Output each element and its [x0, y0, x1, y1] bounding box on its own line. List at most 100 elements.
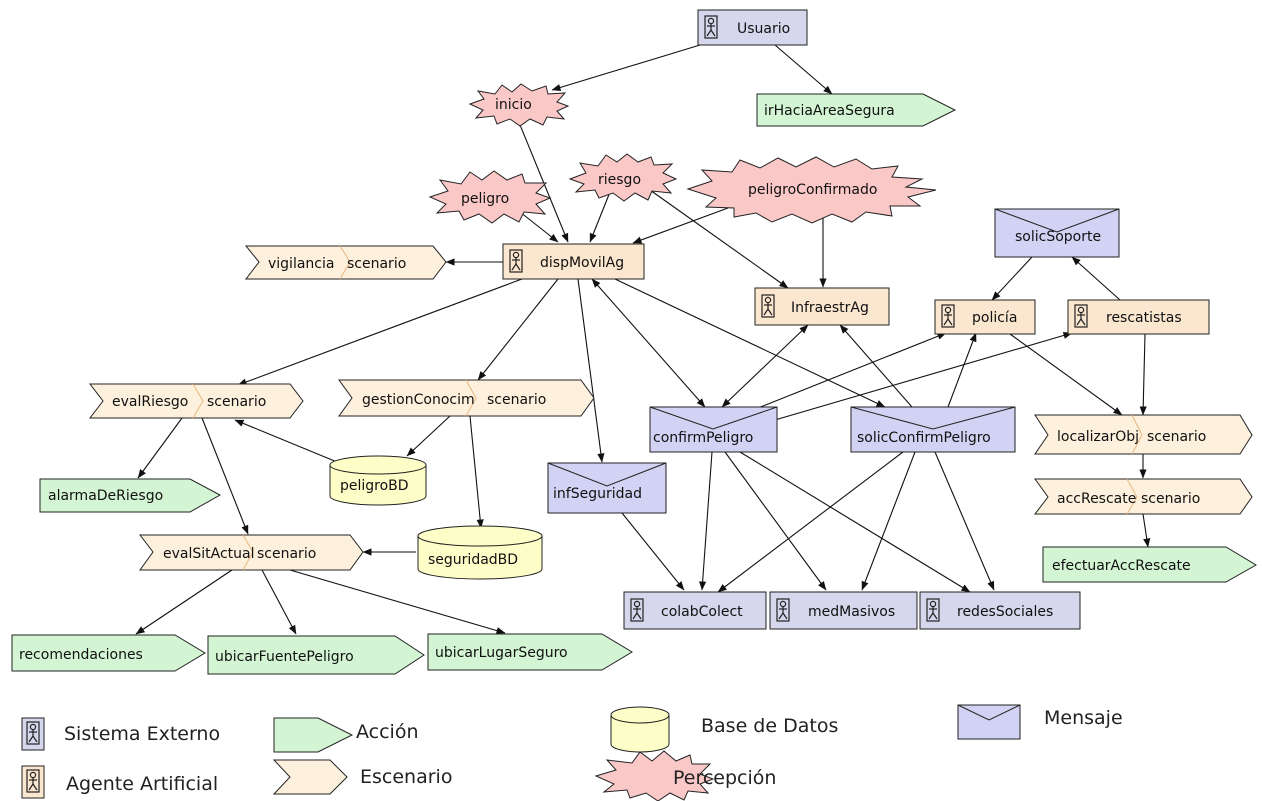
edge-peligro-dispMovilAg	[519, 211, 559, 243]
edge-peligroConfirmado-dispMovilAg	[632, 207, 729, 244]
node-label: peligro	[461, 191, 509, 207]
legend-action: Acción	[273, 717, 419, 753]
node-solicSoporte: solicSoporte	[994, 208, 1120, 258]
node-label: InfraestrAg	[791, 300, 869, 316]
legend-label: Sistema Externo	[64, 723, 220, 745]
legend-external: Sistema Externo	[21, 717, 220, 751]
node-policia: policía	[934, 299, 1036, 335]
edge-inicio-dispMovilAg	[517, 119, 569, 243]
node-riesgo: riesgo	[568, 153, 678, 202]
node-recomendaciones: recomendaciones	[11, 634, 206, 672]
edge-infSeguridad-colabColect	[621, 512, 685, 591]
edge-confirmPeligro-medMasivos	[724, 451, 827, 591]
node-gestionConocim-scenario: gestionConocim scenario	[338, 379, 595, 417]
legend-perception: Percepción	[594, 750, 776, 801]
node-label: seguridadBD	[428, 552, 518, 568]
edge-dispMovilAg-gestionConocim	[477, 278, 559, 381]
node-label: rescatistas	[1106, 310, 1182, 326]
node-medMasivos: medMasivos	[769, 591, 918, 630]
edge-rescatistas-solicSoporte	[1071, 256, 1121, 301]
node-label: inicio	[495, 97, 532, 113]
legend-label: Agente Artificial	[66, 773, 218, 795]
node-ubicarLugarSeguro: ubicarLugarSeguro	[427, 633, 633, 671]
node-label: medMasivos	[808, 604, 895, 620]
edge-usuario-inicio	[551, 44, 701, 91]
edge-solicSoporte-policia	[991, 256, 1033, 301]
legend-agent: Agente Artificial	[21, 765, 218, 799]
edge-solicConfirmPeligro-colabColect	[717, 451, 904, 593]
node-seguridadBD: seguridadBD	[417, 525, 543, 580]
node-label: solicConfirmPeligro	[857, 430, 991, 446]
node-irHaciaAreaSegura: irHaciaAreaSegura	[756, 93, 957, 127]
node-colabColect: colabColect	[623, 591, 767, 630]
edge-evalSitActual-recomendaciones	[135, 569, 233, 635]
node-alarmaDeRiesgo: alarmaDeRiesgo	[39, 478, 222, 513]
node-label: peligroBD	[340, 478, 409, 494]
node-label: peligroConfirmado	[748, 182, 877, 198]
edge-evalSitActual-ubicarFuentePeligro	[261, 569, 297, 635]
edge-confirmPeligro-redesSociales	[739, 451, 971, 593]
edge-dispMovilAg-infSeguridad	[577, 278, 605, 463]
node-label: evalRiesgo	[112, 394, 188, 410]
node-label: riesgo	[598, 172, 641, 188]
node-label-suffix: scenario	[207, 394, 266, 410]
node-vigilancia-scenario: vigilancia scenario	[244, 245, 447, 280]
node-label: confirmPeligro	[653, 430, 753, 446]
node-usuario: Usuario	[697, 9, 808, 46]
edge-solicConfirmPeligro-redesSociales	[934, 451, 995, 591]
node-ubicarFuentePeligro: ubicarFuentePeligro	[207, 635, 425, 675]
node-label: ubicarFuentePeligro	[215, 649, 354, 665]
edge-gestionConocim-peligroBD	[406, 415, 451, 457]
node-localizarObj-scenario: localizarObj scenario	[1034, 414, 1253, 455]
edge-confirmPeligro-policia	[747, 332, 947, 413]
edge-evalRiesgo-evalSitActual	[201, 417, 249, 535]
legend-label: Escenario	[360, 766, 452, 788]
legend: Sistema Externo Agente Artificial Acción…	[21, 704, 1123, 801]
legend-label: Mensaje	[1044, 707, 1123, 729]
node-label-suffix: scenario	[1141, 491, 1200, 507]
edge-gestionConocim-seguridadBD	[469, 415, 484, 529]
node-label: solicSoporte	[1015, 229, 1101, 245]
edge-solicConfirmPeligro-medMasivos	[861, 451, 916, 591]
node-infSeguridad: infSeguridad	[547, 462, 667, 514]
edge-policia-localizarObj	[1009, 333, 1123, 416]
edge-usuario-irHaciaAreaSegura	[774, 44, 833, 95]
edge-peligroBD-evalRiesgo	[234, 419, 338, 463]
node-label-suffix: scenario	[347, 256, 406, 272]
node-evalRiesgo-scenario: evalRiesgo scenario	[88, 383, 304, 419]
node-label: accRescate	[1057, 491, 1136, 507]
edge-rescatistas-localizarObj	[1139, 333, 1147, 416]
node-label: dispMovilAg	[540, 255, 624, 271]
node-label: alarmaDeRiesgo	[48, 488, 163, 504]
node-confirmPeligro: confirmPeligro	[649, 406, 778, 453]
node-label: recomendaciones	[19, 647, 143, 663]
node-peligroConfirmado: peligroConfirmado	[686, 156, 937, 224]
edges	[135, 44, 1151, 635]
edge-solicConfirmPeligro-policia	[947, 332, 977, 408]
edge-dispMovilAg-evalRiesgo	[237, 278, 523, 386]
edge-infraestrAg-confirmPeligro	[721, 324, 809, 408]
node-inicio: inicio	[468, 83, 570, 127]
node-label: colabColect	[661, 604, 743, 620]
edge-confirmPeligro-rescatistas	[767, 331, 1073, 423]
node-label-suffix: scenario	[487, 392, 546, 408]
edge-dispMovilAg-confirmPeligro	[591, 278, 706, 408]
node-label: gestionConocim	[362, 392, 475, 408]
node-label: infSeguridad	[553, 486, 642, 502]
edge-accRescate-efectuarAccRescate	[1142, 513, 1151, 548]
edge-evalRiesgo-alarmaDeRiesgo	[137, 417, 183, 479]
node-label: efectuarAccRescate	[1052, 558, 1191, 574]
node-dispMovilAg: dispMovilAg	[502, 243, 645, 280]
edge-evalSitActual-ubicarLugarSeguro	[289, 569, 506, 635]
legend-scenario: Escenario	[272, 759, 452, 795]
node-efectuarAccRescate: efectuarAccRescate	[1042, 546, 1257, 583]
edge-solicConfirmPeligro-infraestrAg	[839, 324, 913, 408]
edge-confirmPeligro-colabColect	[699, 451, 713, 591]
legend-message: Mensaje	[957, 704, 1123, 740]
node-label: redesSociales	[957, 604, 1053, 620]
node-label: Usuario	[737, 21, 790, 37]
node-infraestrAg: InfraestrAg	[754, 287, 890, 326]
legend-label: Acción	[356, 721, 419, 743]
node-rescatistas: rescatistas	[1067, 299, 1210, 335]
